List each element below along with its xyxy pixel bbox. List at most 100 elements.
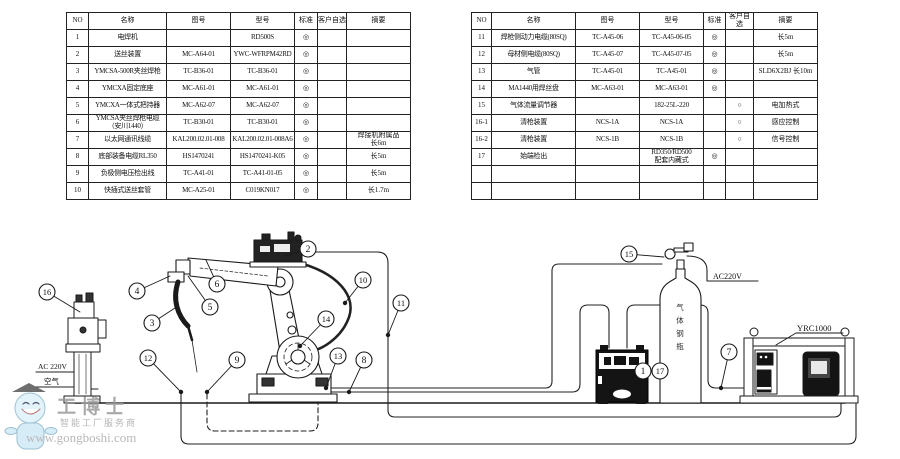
cell-remark: 电加热式 — [753, 97, 818, 115]
cell-name: 以太网通讯线缆 — [88, 131, 167, 149]
cell-optional-mark — [317, 148, 347, 166]
cell-remark — [346, 29, 411, 47]
mascot-head — [14, 392, 46, 424]
welding-system-diagram: 气 体 钢 瓶 — [4, 231, 859, 450]
cell-drawing — [575, 148, 640, 166]
cell-model: C019KN017 — [230, 182, 295, 200]
cell-no: 16-2 — [471, 131, 492, 149]
cell-remark: SLD6X2BJ 长10m — [753, 63, 818, 81]
cell-remark — [346, 63, 411, 81]
cell-optional-mark — [317, 29, 347, 47]
cell-model: NCS-1A — [639, 114, 704, 132]
cell-remark — [753, 165, 818, 183]
cable-voltage-detect-dashed — [206, 393, 319, 432]
cell-model: KAL200.02.01-008A6 — [230, 131, 295, 149]
cable-torch-thick — [294, 260, 352, 354]
cell-model: HS1470241-K05 — [230, 148, 295, 166]
feeder-mount-plate — [249, 261, 307, 268]
gas-label-char: 气 — [676, 302, 684, 312]
cell-no: 17 — [471, 148, 492, 166]
cell-optional-mark — [725, 165, 754, 183]
callout-9: 9 — [204, 351, 246, 395]
cell-name: 焊枪侧动力电缆(80SQ) — [491, 29, 576, 47]
cable-torch-power — [301, 251, 842, 418]
mascot-body — [16, 422, 45, 450]
table-row — [471, 182, 818, 200]
gas-regulator — [676, 259, 685, 270]
cell-model: 182-25L-220 — [639, 97, 704, 115]
cell-standard-mark: ◎ — [703, 29, 726, 47]
cell-drawing: TC-A45-01 — [575, 63, 640, 81]
table-row: 15 气体流量调节器 182-25L-220 ○ 电加热式 — [471, 97, 818, 115]
callout-6: 6 — [205, 259, 226, 293]
cell-optional-mark — [317, 114, 347, 132]
cell-optional-mark: ○ — [725, 114, 754, 132]
callout-number: 3 — [150, 319, 155, 329]
cell-model: RD500S — [230, 29, 295, 47]
cell-remark: 长1.7m — [346, 182, 411, 200]
callout-number: 9 — [235, 356, 240, 366]
cell-remark: 长5m — [753, 29, 818, 47]
gas-label-char: 钢 — [676, 328, 684, 338]
cell-no: 4 — [66, 80, 89, 98]
cell-no: 8 — [66, 148, 89, 166]
table-row: 1 电焊机 RD500S ◎ — [66, 29, 411, 47]
cell-remark — [346, 46, 411, 64]
callout-number: 17 — [656, 366, 665, 376]
cell-standard-mark: ◎ — [703, 63, 726, 81]
cell-model: TC-A45-06-05 — [639, 29, 704, 47]
cell-optional-mark: ○ — [725, 97, 754, 115]
cell-drawing: NCS-1B — [575, 131, 640, 149]
callout-4: 4 — [128, 275, 171, 300]
cell-standard-mark: ◎ — [294, 148, 318, 166]
watermark-url: www.gongboshi.com — [26, 430, 136, 445]
callout-number: 15 — [625, 249, 634, 259]
col-header-no: NO — [66, 12, 89, 30]
callout-number: 8 — [362, 356, 367, 366]
parts-table-left: NO 名称 图号 型号 标准 客户自选 摘要 1 电焊机 RD500S — [66, 12, 411, 200]
callout-number: 12 — [144, 353, 153, 363]
cell-name: 快插式送丝套管 — [88, 182, 167, 200]
callout-13: 13 — [323, 347, 347, 391]
graduation-cap-icon — [12, 383, 46, 392]
cell-remark: 长5m — [753, 46, 818, 64]
col-header-optional: 客户自选 — [725, 12, 754, 30]
col-header-optional: 客户自选 — [317, 12, 347, 30]
cell-standard-mark: ◎ — [294, 29, 318, 47]
cell-optional-mark — [725, 63, 754, 81]
table-row: 8 底部装备电缆RL350 HS1470241 HS1470241-K05 ◎ … — [66, 148, 411, 166]
cell-name: 气体流量调节器 — [491, 97, 576, 115]
cell-drawing — [575, 97, 640, 115]
cell-no: 10 — [66, 182, 89, 200]
cell-no — [471, 182, 492, 200]
callout-number: 16 — [43, 287, 52, 297]
cell-standard-mark: ◎ — [294, 80, 318, 98]
table-row: 3 YMCSA-500R夹丝焊枪 TC-B36-01 TC-B36-01 ◎ — [66, 63, 411, 81]
cell-model — [639, 165, 704, 183]
cell-drawing — [166, 29, 231, 47]
air-label: 空气 — [44, 376, 59, 386]
cell-remark: 感应控制 — [753, 114, 818, 132]
cell-optional-mark — [317, 182, 347, 200]
controller-base — [739, 395, 859, 404]
cell-optional-mark — [317, 97, 347, 115]
cell-model: TC-A41-01-05 — [230, 165, 295, 183]
cell-remark: 长5m — [346, 165, 411, 183]
callout-10: 10 — [342, 271, 372, 306]
cell-remark — [753, 148, 818, 166]
cell-optional-mark — [725, 80, 754, 98]
cell-standard-mark — [703, 182, 726, 200]
cell-drawing: TC-B36-01 — [166, 63, 231, 81]
cell-optional-mark — [725, 46, 754, 64]
col-header-remark: 摘要 — [753, 12, 818, 30]
torch-cleaning-station — [63, 292, 107, 404]
cell-drawing: TC-A45-07 — [575, 46, 640, 64]
callout-number: 13 — [334, 351, 343, 361]
cable-base-equipment — [321, 304, 610, 393]
cell-drawing: MC-A61-01 — [166, 80, 231, 98]
gas-label-char: 体 — [676, 315, 684, 325]
cable-gas-hose — [321, 263, 663, 389]
cell-optional-mark — [317, 46, 347, 64]
cell-model: RD350/RD500 配套内藏式 — [639, 148, 704, 166]
